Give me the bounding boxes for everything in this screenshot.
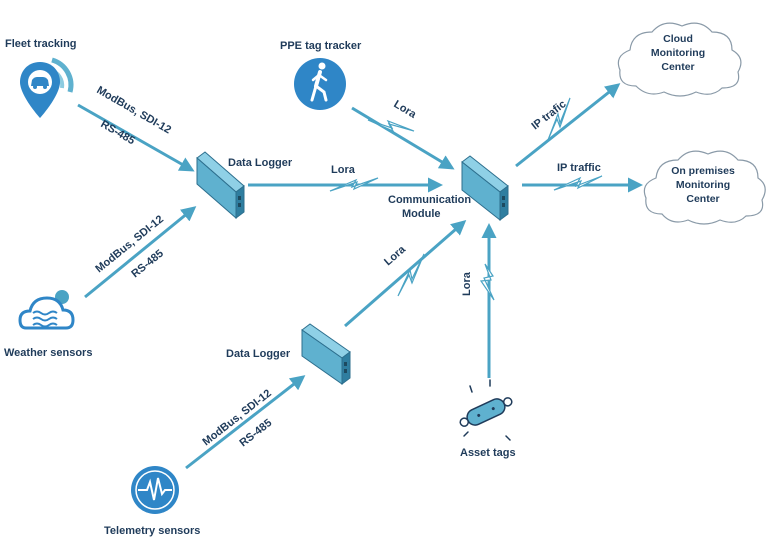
cloud-monitoring-label-line2: Monitoring — [651, 47, 705, 59]
waves-icon — [32, 310, 58, 328]
cloud-shape — [643, 150, 766, 225]
data-logger-2-node: Data Logger — [226, 323, 351, 385]
fleet-rs485-label: RS-485 — [99, 118, 137, 147]
ip-onprem-label: IP traffic — [557, 162, 601, 174]
asset-tag-icon — [459, 379, 513, 441]
edge-labels: ModBus, SDI-12 RS-485 ModBus, SDI-12 RS-… — [93, 84, 600, 449]
lora-logger2-label: Lora — [382, 243, 409, 268]
arrow-comm-to-cloud — [515, 83, 621, 168]
communication-module-label-line1: Communication — [388, 194, 471, 206]
arrow-fleet-to-logger1 — [77, 103, 195, 172]
data-logger-1-node: Data Logger — [196, 151, 293, 220]
on-premises-label-line3: Center — [686, 193, 719, 205]
fleet-tracking-label: Fleet tracking — [5, 38, 77, 50]
cloud-icon — [18, 296, 75, 330]
ppe-circle — [294, 58, 346, 110]
lightning-icon — [479, 263, 495, 301]
ppe-tag-tracker-node: PPE tag tracker — [280, 40, 362, 110]
arrow-weather-to-logger1 — [84, 206, 197, 299]
on-premises-label-line1: On premises — [671, 165, 735, 177]
lightning-icon — [329, 177, 379, 192]
arrow-logger2-to-comm — [344, 220, 467, 328]
wireless-icons — [329, 97, 603, 301]
cloud-monitoring-label-line3: Center — [661, 61, 694, 73]
fleet-tracking-node: Fleet tracking — [5, 38, 77, 118]
lightning-icon — [367, 119, 415, 133]
data-logger-2-label: Data Logger — [226, 348, 291, 360]
connections — [77, 83, 643, 470]
walking-person-icon — [310, 62, 328, 102]
weather-sensors-label: Weather sensors — [4, 347, 92, 359]
cloud-monitoring-label-line1: Cloud — [663, 33, 693, 45]
weather-rs485-label: RS-485 — [129, 248, 166, 281]
on-premises-label-line2: Monitoring — [676, 179, 730, 191]
communication-module-device-icon — [461, 155, 509, 222]
arrow-telemetry-to-logger2 — [185, 375, 306, 470]
lora-ppe-label: Lora — [391, 98, 418, 121]
pulse-icon — [138, 477, 172, 501]
lightning-icon — [553, 175, 603, 191]
communication-module-label-line2: Module — [402, 208, 441, 220]
signal-arc-icon — [51, 57, 74, 93]
lightning-icon — [397, 253, 425, 297]
arrow-ppe-to-comm — [351, 106, 455, 170]
on-premises-monitoring-center-node: On premises Monitoring Center — [643, 150, 766, 225]
car-icon — [31, 77, 49, 86]
asset-tags-label: Asset tags — [460, 447, 516, 459]
weather-protocol-label: ModBus, SDI-12 — [93, 213, 166, 275]
weather-sensors-node: Weather sensors — [4, 290, 92, 359]
lora-logger1-label: Lora — [331, 164, 356, 176]
telemetry-sensors-label: Telemetry sensors — [104, 525, 200, 537]
ppe-tag-tracker-label: PPE tag tracker — [280, 40, 362, 52]
cloud-monitoring-center-node: Cloud Monitoring Center — [617, 22, 742, 97]
lightning-icon — [547, 97, 571, 141]
telemetry-sensors-node: Telemetry sensors — [104, 466, 200, 537]
data-logger-device-icon — [301, 323, 351, 385]
data-logger-device-icon — [196, 151, 245, 220]
communication-module-node: Communication Module — [388, 155, 509, 222]
asset-tags-node: Asset tags — [459, 379, 516, 459]
lora-asset-label: Lora — [461, 271, 473, 296]
cloud-shape — [617, 22, 742, 97]
data-logger-1-label: Data Logger — [228, 157, 293, 169]
